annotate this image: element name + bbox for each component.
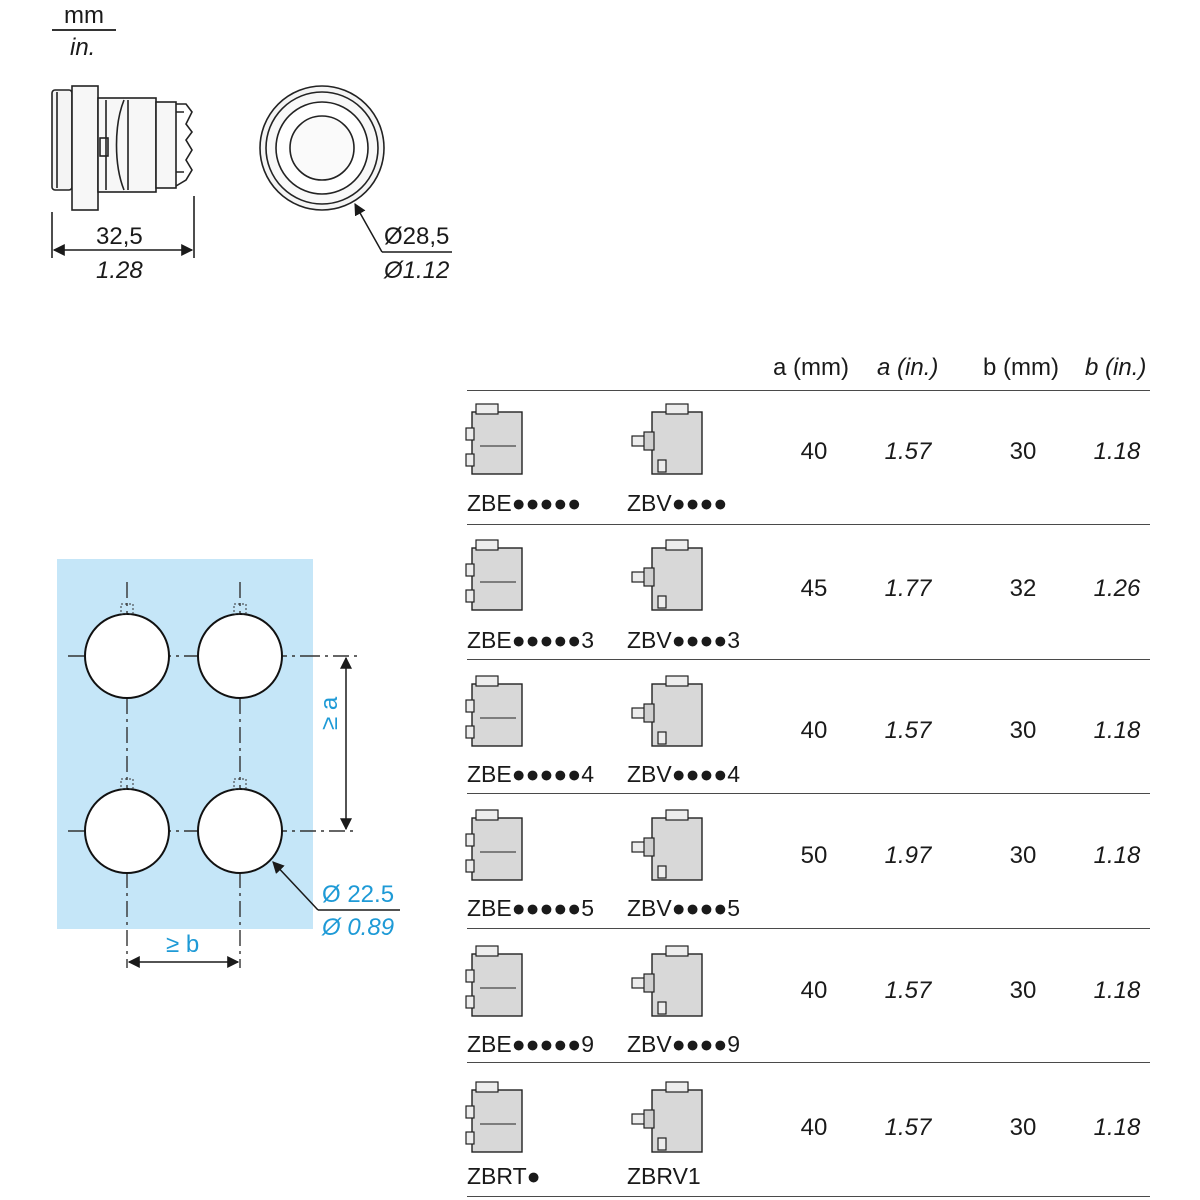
row-6-a-in: 1.57: [884, 1114, 932, 1141]
table-rule: [467, 524, 1150, 525]
row-2-code-left: ZBE●●●●●3: [467, 627, 594, 653]
row-1-b-mm: 30: [1009, 438, 1037, 465]
table-rule: [467, 793, 1150, 794]
diameter-leader-arrow: [354, 202, 383, 253]
row-3-code-right: ZBV●●●●4: [627, 761, 741, 787]
mounting-holes: [84, 613, 283, 874]
row-3-code-left: ZBE●●●●●4: [467, 761, 594, 787]
row-2-b-in: 1.26: [1093, 575, 1141, 602]
unit-label-in: in.: [70, 34, 96, 61]
width-dimension-in: 1.28: [96, 257, 143, 284]
row-3-b-mm: 30: [1009, 717, 1037, 744]
mounting-panel: [57, 559, 313, 929]
row-1-code-left: ZBE●●●●●: [467, 490, 582, 516]
row-2-a-mm: 45: [800, 575, 828, 602]
table-rule: [467, 659, 1150, 660]
hole-key-notches: [120, 603, 247, 790]
hole-diameter-mm: Ø 22.5: [322, 881, 395, 908]
row-6-block-icons: [465, 1081, 703, 1153]
row-2-code-right: ZBV●●●●3: [627, 627, 741, 653]
spacing-a-label: ≥ a: [316, 696, 343, 730]
header-b-mm: b (mm): [983, 354, 1059, 381]
hole-diameter-in: Ø 0.89: [322, 914, 395, 941]
row-6-a-mm: 40: [800, 1114, 828, 1141]
row-6-code-right: ZBRV1: [627, 1163, 701, 1189]
row-4-code-right: ZBV●●●●5: [627, 895, 741, 921]
row-6-b-mm: 30: [1009, 1114, 1037, 1141]
row-1-block-icons: [465, 403, 703, 475]
header-a-mm: a (mm): [773, 354, 849, 381]
row-6-code-left: ZBRT●: [467, 1163, 541, 1189]
row-2-a-in: 1.77: [884, 575, 932, 602]
row-6-b-in: 1.18: [1093, 1114, 1141, 1141]
row-1-a-mm: 40: [800, 438, 828, 465]
row-5-a-in: 1.57: [884, 977, 932, 1004]
row-4-block-icons: [465, 809, 703, 881]
row-5-code-left: ZBE●●●●●9: [467, 1031, 594, 1057]
unit-divider: [52, 29, 116, 31]
row-5-a-mm: 40: [800, 977, 828, 1004]
width-dimension-mm: 32,5: [96, 223, 143, 250]
row-2-block-icons: [465, 539, 703, 611]
row-4-b-in: 1.18: [1093, 842, 1141, 869]
table-rule: [467, 1196, 1150, 1197]
row-2-b-mm: 32: [1009, 575, 1037, 602]
row-5-code-right: ZBV●●●●9: [627, 1031, 741, 1057]
row-4-a-in: 1.97: [884, 842, 932, 869]
row-1-a-in: 1.57: [884, 438, 932, 465]
row-3-a-mm: 40: [800, 717, 828, 744]
row-3-block-icons: [465, 675, 703, 747]
table-rule: [467, 1062, 1150, 1063]
pushbutton-side-view: [51, 85, 195, 258]
diameter-dimension-in: Ø1.12: [384, 257, 450, 284]
row-5-block-icons: [465, 945, 703, 1017]
row-5-b-mm: 30: [1009, 977, 1037, 1004]
table-rule: [467, 390, 1150, 391]
hole-leader-arrow: [272, 861, 319, 911]
row-3-a-in: 1.57: [884, 717, 932, 744]
pushbutton-front-view: [259, 85, 385, 211]
row-1-b-in: 1.18: [1093, 438, 1141, 465]
spacing-b-label: ≥ b: [166, 931, 200, 958]
table-rule: [467, 928, 1150, 929]
row-4-b-mm: 30: [1009, 842, 1037, 869]
row-4-a-mm: 50: [800, 842, 828, 869]
diameter-dimension-mm: Ø28,5: [384, 223, 450, 250]
header-a-in: a (in.): [877, 354, 939, 381]
row-3-b-in: 1.18: [1093, 717, 1141, 744]
row-5-b-in: 1.18: [1093, 977, 1141, 1004]
header-b-in: b (in.): [1085, 354, 1147, 381]
row-1-code-right: ZBV●●●●: [627, 490, 728, 516]
row-4-code-left: ZBE●●●●●5: [467, 895, 594, 921]
unit-label-mm: mm: [64, 2, 104, 29]
